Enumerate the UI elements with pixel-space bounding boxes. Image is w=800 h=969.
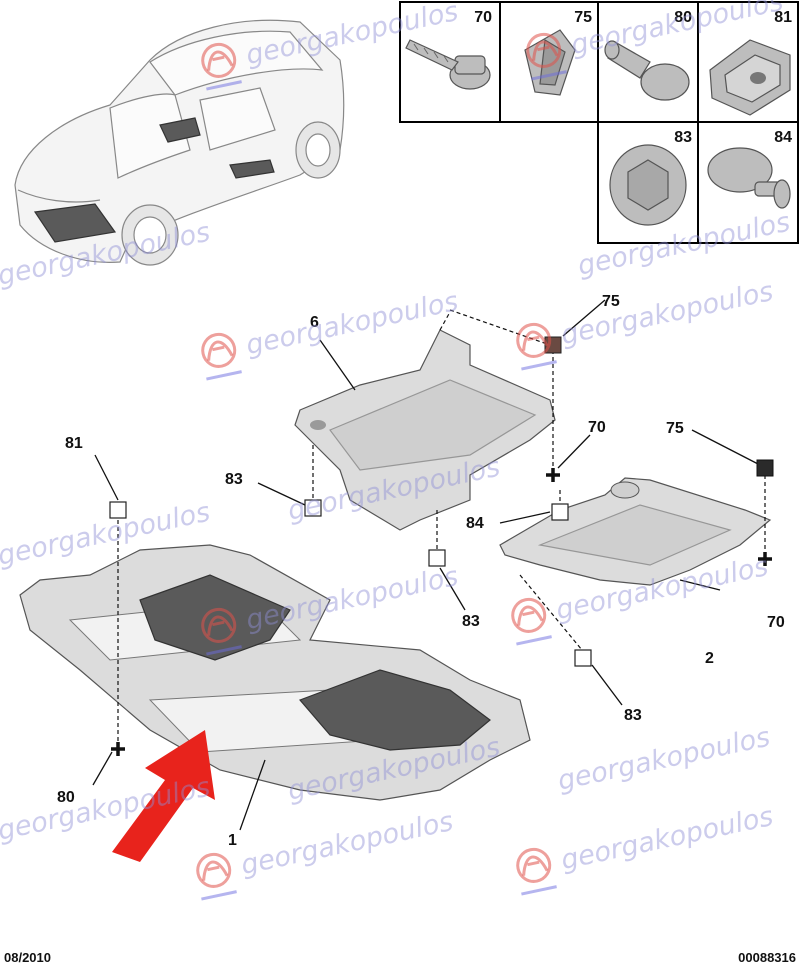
direction-arrow <box>112 730 215 862</box>
footer-date: 08/2010 <box>4 950 51 965</box>
callout-1: 1 <box>228 832 237 849</box>
legend-label-84: 84 <box>774 129 792 146</box>
nut-83-icon <box>609 144 687 226</box>
watermark-text-only: georgakopoulos <box>555 722 773 797</box>
callout-2: 2 <box>705 650 714 667</box>
callout-70-right: 70 <box>767 614 785 631</box>
shield-part-1 <box>19 544 531 801</box>
screw-70-icon <box>405 39 491 90</box>
callout-75-top: 75 <box>602 293 620 310</box>
watermark-text-only: georgakopoulos <box>0 772 213 847</box>
watermark-text: georgakopoulos <box>0 772 213 847</box>
car-illustration <box>14 19 345 266</box>
rivet-84-icon <box>707 147 791 209</box>
marker-83b <box>428 549 446 567</box>
legend-label-70: 70 <box>474 9 492 26</box>
plus-70a-icon <box>546 468 560 482</box>
callout-84: 84 <box>466 515 484 532</box>
watermark-text: georgakopoulos <box>558 276 776 351</box>
callout-75-right: 75 <box>666 420 684 437</box>
parts-legend: 70 75 80 81 83 84 <box>399 1 799 244</box>
callout-labels: 6 75 70 75 81 83 84 83 2 70 83 80 1 <box>57 293 785 849</box>
fastener-markers <box>109 336 774 756</box>
watermark-text: georgakopoulos <box>558 801 776 876</box>
callout-6: 6 <box>310 314 319 331</box>
leader-lines <box>92 299 766 831</box>
callout-83-left: 83 <box>225 471 243 488</box>
watermark-logo: georgakopoulos <box>196 806 456 901</box>
marker-83c <box>574 649 592 667</box>
rivet-80-icon <box>604 40 690 101</box>
marker-81 <box>109 501 127 519</box>
shield-part-2 <box>499 477 772 586</box>
legend-label-83: 83 <box>674 129 692 146</box>
watermark-text: georgakopoulos <box>243 286 461 361</box>
shield-part-6 <box>294 311 556 531</box>
plus-80-icon <box>111 742 125 756</box>
watermark-logo: georgakopoulos <box>516 276 776 371</box>
nut-clip-81-icon <box>709 39 791 116</box>
marker-75b <box>756 459 774 477</box>
legend-label-81: 81 <box>774 9 792 26</box>
callout-83-mid: 83 <box>462 613 480 630</box>
footer-code: 00088316 <box>738 950 796 965</box>
legend-label-75: 75 <box>574 9 592 26</box>
callout-81: 81 <box>65 435 83 452</box>
plus-70b-icon <box>758 552 772 566</box>
watermark-text: georgakopoulos <box>238 806 456 881</box>
marker-83a <box>304 499 322 517</box>
marker-84 <box>551 503 569 521</box>
callout-70-top: 70 <box>588 419 606 436</box>
watermark-logo: georgakopoulos <box>516 801 776 896</box>
legend-label-80: 80 <box>674 9 692 26</box>
callout-80: 80 <box>57 789 75 806</box>
watermark-text: georgakopoulos <box>555 722 773 797</box>
callout-83-bottom: 83 <box>624 707 642 724</box>
